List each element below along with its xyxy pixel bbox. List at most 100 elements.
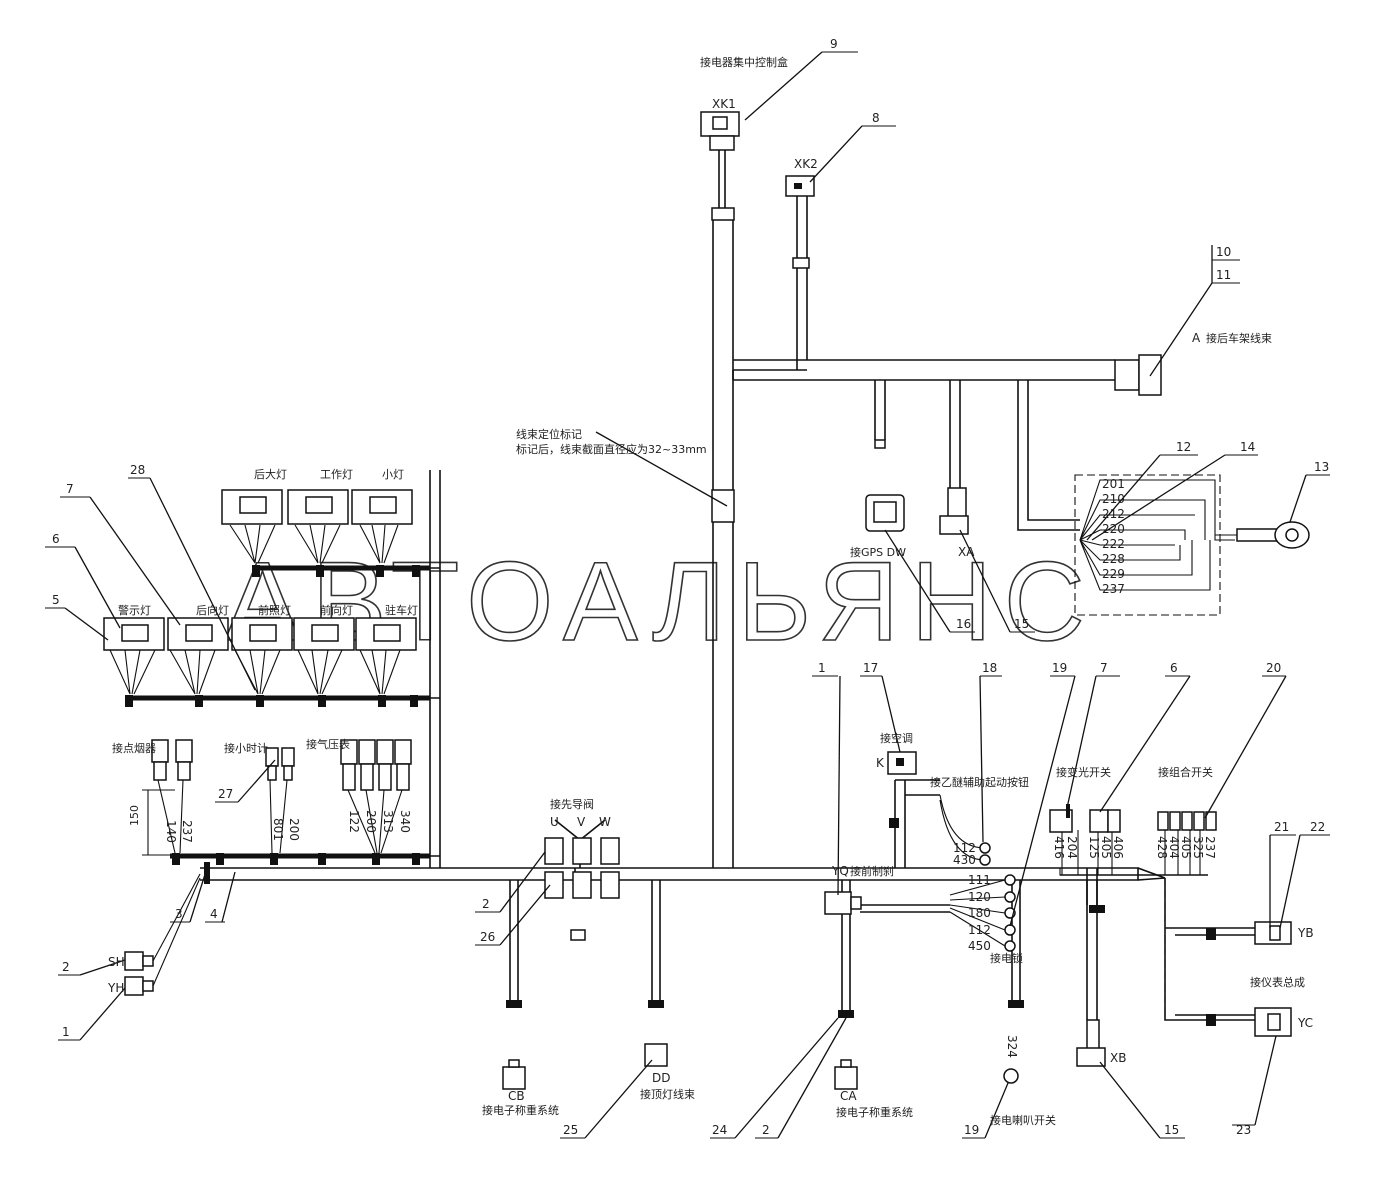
clips: [506, 489, 1216, 1026]
callout-24: 24: [712, 1123, 727, 1137]
caption-light-switch: 接变光开关: [1056, 765, 1111, 779]
callout-leaders: [45, 51, 1330, 1139]
callout-2-valve: 2: [482, 897, 490, 911]
caption-rear-big-lamp: 后大灯: [254, 467, 287, 481]
ring-terminal: [1236, 521, 1310, 549]
callout-25: 25: [563, 1123, 578, 1137]
code-terminal-2: 212: [1102, 507, 1125, 521]
label-w: W: [599, 815, 611, 829]
caption-xk1: 接电器集中控制盒: [700, 55, 788, 69]
callout-7-right: 7: [1100, 661, 1108, 675]
callout-18: 18: [982, 661, 997, 675]
caption-gps: 接GPS DW: [850, 546, 906, 559]
label-xk2: XK2: [794, 157, 818, 171]
gps-connector: [865, 439, 905, 532]
code-cig-0: 140: [164, 820, 178, 843]
code-lock-4: 450: [968, 939, 991, 953]
code-horn: 324: [1005, 1035, 1019, 1058]
xk2-connector: [785, 175, 815, 197]
code-cs-4: 237: [1203, 836, 1217, 859]
code-air-1: 200: [364, 810, 378, 833]
callout-16: 16: [956, 617, 971, 631]
label-xa: XA: [958, 545, 975, 559]
callout-1-left: 1: [62, 1025, 70, 1039]
label-cb: CB: [508, 1089, 525, 1103]
xa-connector: [939, 487, 969, 535]
code-hour-1: 200: [287, 818, 301, 841]
bottom-connectors: [502, 1019, 1106, 1090]
callout-1-right: 1: [818, 661, 826, 675]
caption-warn-lamp: 警示灯: [118, 603, 151, 617]
label-xk1: XK1: [712, 97, 736, 111]
caption-cig: 接点烟器: [112, 741, 156, 755]
caption-front-brake: 接前制刹: [850, 864, 894, 878]
code-terminal-1: 210: [1102, 492, 1125, 506]
callout-9: 9: [830, 37, 838, 51]
callout-19-top: 19: [1052, 661, 1067, 675]
caption-air: 接气压表: [306, 737, 350, 751]
small-connectors: [151, 739, 412, 791]
caption-marker-2: 标记后，线束截面直径应为32~33mm: [516, 442, 707, 456]
label-v: V: [577, 815, 586, 829]
label-yh: YH: [107, 981, 124, 995]
captions: 接电器集中控制盒 接后车架线束 线束定位标记 标记后，线束截面直径应为32~33…: [112, 55, 1305, 1127]
code-ls-1: 204: [1065, 836, 1079, 859]
pilot-valve-connectors: [544, 837, 620, 941]
callout-23: 23: [1236, 1123, 1251, 1137]
callout-27: 27: [218, 787, 233, 801]
caption-pilot-valve: 接先导阀: [550, 797, 594, 811]
code-air-0: 122: [347, 810, 361, 833]
code-terminal-6: 229: [1102, 567, 1125, 581]
dimension-150: [142, 789, 175, 856]
label-k: K: [876, 756, 885, 770]
caption-work-lamp: 工作灯: [320, 468, 353, 481]
caption-front-light: 前照灯: [258, 603, 291, 617]
label-sh: SH: [108, 955, 125, 969]
code-terminal-4: 222: [1102, 537, 1125, 551]
caption-small-lamp: 小灯: [382, 468, 404, 481]
callout-6-right: 6: [1170, 661, 1178, 675]
code-hour-0: 801: [271, 818, 285, 841]
xk1-connector: [700, 111, 740, 151]
callout-14: 14: [1240, 440, 1255, 454]
code-lock-1: 120: [968, 890, 991, 904]
caption-rear-turn-lamp: 后向灯: [196, 603, 229, 617]
label-yq: YQ: [831, 864, 849, 878]
code-lock-3: 112: [968, 923, 991, 937]
instrument-connectors: [1254, 921, 1292, 1037]
code-cs-1: 404: [1167, 836, 1181, 859]
callout-26: 26: [480, 930, 495, 944]
code-cs-3: 325: [1191, 836, 1205, 859]
callout-12: 12: [1176, 440, 1191, 454]
caption-marker-1: 线束定位标记: [516, 427, 582, 441]
callout-20: 20: [1266, 661, 1281, 675]
callout-28: 28: [130, 463, 145, 477]
wire-codes: 201 210 212 220 222 228 229 237 140 237 …: [164, 477, 1217, 1058]
caption-ether: 接乙醚辅助起动按钮: [930, 775, 1029, 789]
sh-yh-connectors: [124, 862, 210, 996]
callout-6-left: 6: [52, 532, 60, 546]
code-terminal-7: 237: [1102, 582, 1125, 596]
code-ls-0: 416: [1052, 836, 1066, 859]
terminal-bundle-box: [1074, 474, 1221, 616]
label-yb: YB: [1297, 926, 1314, 940]
callout-5: 5: [52, 593, 60, 607]
lamp-connectors: [103, 489, 417, 651]
connector-labels: XK1 XK2 SH YH CB DD CA XB YB YC YQ K XA …: [107, 97, 1314, 1103]
callout-15-top: 15: [1014, 617, 1029, 631]
code-ls-3: 405: [1099, 836, 1113, 859]
clip: [711, 207, 735, 221]
callout-17: 17: [863, 661, 878, 675]
label-xb: XB: [1110, 1051, 1126, 1065]
caption-dd: 接顶灯线束: [640, 1087, 695, 1101]
callout-19-bottom: 19: [964, 1123, 979, 1137]
label-a: A: [1192, 331, 1201, 345]
code-ether-1: 430: [953, 853, 976, 867]
callout-8: 8: [872, 111, 880, 125]
code-cs-0: 428: [1155, 836, 1169, 859]
callout-10: 10: [1216, 245, 1231, 259]
dimension-150-label: 150: [128, 805, 141, 826]
caption-ac: 接空调: [880, 731, 913, 745]
callout-4: 4: [210, 907, 218, 921]
